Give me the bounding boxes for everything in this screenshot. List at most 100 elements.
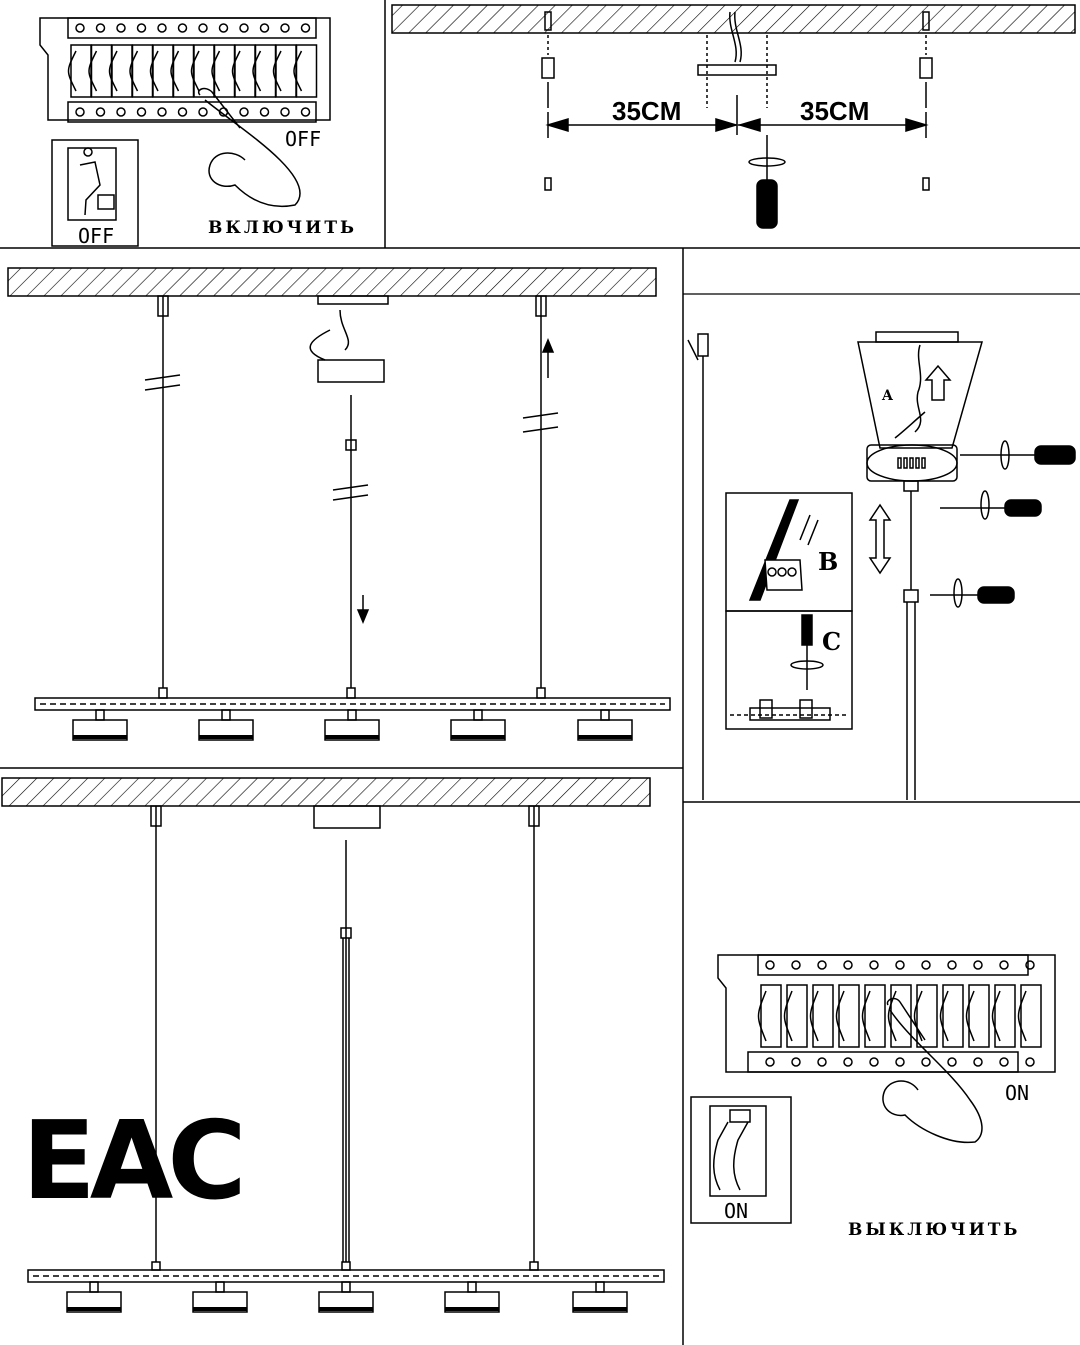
breaker-curve [170,50,180,92]
terminal-screw [921,1057,931,1067]
breaker-lever [295,44,318,98]
terminal-screw [95,107,106,117]
lamp-stem [221,709,231,721]
terminal-screw [75,107,85,117]
lamp-stem [347,709,357,721]
lamp-head [198,719,254,741]
canopy [317,359,385,383]
hand-pressing-icon [198,87,301,207]
breaker-curve [809,990,819,1042]
eac-mark: EAC [22,1099,241,1224]
breaker-panel [717,954,1056,1073]
panel-switch-on: ON ON ВЫКЛЮЧИТЬ [690,954,1056,1240]
distance-right-label: 35CM [800,96,869,126]
panel-final: EAC [1,777,665,1313]
breaker-lever [172,44,195,98]
lamp-stem [595,1281,605,1293]
distance-left-label: 35CM [612,96,681,126]
breaker-curve [67,50,77,92]
terminal-screw [136,23,147,33]
panel-hanging [7,267,671,741]
breaker-state-label: OFF [285,127,321,151]
switch-caption: ВЫКЛЮЧИТЬ [848,1220,1020,1240]
breaker-curve [835,990,845,1042]
breaker-lever [254,44,277,98]
screwdriver-icon [940,490,1042,520]
breaker-curve [991,990,1001,1042]
breaker-curve [861,990,871,1042]
breaker-lever [234,44,256,98]
terminal-screw [843,960,853,970]
terminal-screw [817,1057,827,1067]
terminal-screw [157,23,167,33]
terminal-screw [1025,960,1035,970]
terminal-screw [198,107,208,117]
lamp-stem [215,1281,225,1293]
suspension-cables [144,295,559,688]
breaker-lever [70,44,92,98]
terminal-screw [1025,1057,1035,1067]
terminal-screw [947,1057,957,1067]
switch-state-label: OFF [78,224,114,248]
lamp-head [192,1291,248,1313]
lamp-stem [89,1281,99,1293]
terminal-screw [947,960,957,970]
lamp-stem [473,709,483,721]
terminal-screw [843,1057,853,1067]
lamp-heads [66,1261,628,1313]
suspension-cables [150,805,540,1262]
terminal-screw [280,107,290,117]
terminal-screw [75,23,85,33]
lamp-head [572,1291,628,1313]
cable-clamp [536,687,546,699]
cable-clamp [341,1261,351,1271]
lamp-head [577,719,633,741]
terminal-screw [973,1057,983,1067]
breaker-curve [965,990,975,1042]
screwdriver-icon [748,135,786,229]
terminal-screw [239,23,249,33]
terminal-screw [116,107,126,117]
lamp-head [324,719,380,741]
breaker-curve [211,50,221,92]
breaker-curve [231,50,241,92]
terminal-screw [259,107,270,117]
hand-pressing-icon [882,997,983,1144]
panel-wiring: A B [683,293,1080,800]
ceiling [1,777,651,807]
breaker-lever [275,44,297,98]
switch-state-label: ON [724,1199,748,1223]
breaker-curve [783,990,793,1042]
terminal-screw [177,23,188,33]
canopy-exploded [857,331,983,800]
detail-box-c [725,610,853,730]
breaker-state-label: ON [1005,1081,1029,1105]
lamp-stem [341,1281,351,1293]
terminal-screw [895,960,905,970]
terminal-screw [765,960,775,970]
terminal-screw [136,107,147,117]
switch-caption: ВКЛЮЧИТЬ [208,218,357,238]
terminal-screw [116,23,126,33]
lamp-head [450,719,506,741]
breaker-lever [111,44,133,98]
cable-clamp [158,687,168,699]
breaker-curve [293,50,303,92]
terminal-screw [869,960,879,970]
ceiling [391,4,1076,34]
terminal-screw [259,23,270,33]
terminal-screw [198,23,208,33]
terminal-screw [300,23,311,33]
terminal-screw [973,960,983,970]
breaker-lever [131,44,154,98]
terminal-screw [999,1057,1009,1067]
lamp-stem [600,709,610,721]
terminal-screw [95,23,106,33]
panel-mounting: 35CM 35CM [391,4,1076,229]
breaker-curve [913,990,923,1042]
breaker-curve [939,990,949,1042]
terminal-screw [239,107,249,117]
breaker-curve [190,50,200,92]
